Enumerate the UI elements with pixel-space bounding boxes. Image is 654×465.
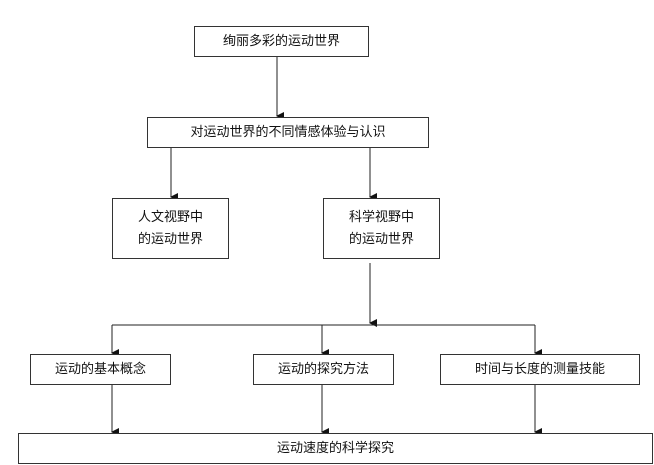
node-label: 时间与长度的测量技能 xyxy=(474,361,605,377)
node-science: 科学视野中 的运动世界 xyxy=(323,198,440,259)
node-speed: 运动速度的科学探究 xyxy=(18,433,653,464)
node-label: 运动速度的科学探究 xyxy=(276,440,394,456)
node-skills: 时间与长度的测量技能 xyxy=(440,354,640,385)
node-root: 绚丽多彩的运动世界 xyxy=(194,26,369,57)
node-experience: 对运动世界的不同情感体验与认识 xyxy=(147,117,429,148)
node-label-line2: 的运动世界 xyxy=(137,231,203,247)
node-humanities: 人文视野中 的运动世界 xyxy=(112,198,229,259)
node-label-line1: 人文视野中 xyxy=(137,209,203,225)
node-methods: 运动的探究方法 xyxy=(253,354,394,385)
node-label-line2: 的运动世界 xyxy=(348,231,414,247)
node-label: 对运动世界的不同情感体验与认识 xyxy=(190,124,386,140)
node-label: 绚丽多彩的运动世界 xyxy=(222,33,340,49)
node-label: 运动的探究方法 xyxy=(277,361,369,377)
node-label: 运动的基本概念 xyxy=(54,361,146,377)
node-label-line1: 科学视野中 xyxy=(348,209,414,225)
node-concepts: 运动的基本概念 xyxy=(30,354,171,385)
